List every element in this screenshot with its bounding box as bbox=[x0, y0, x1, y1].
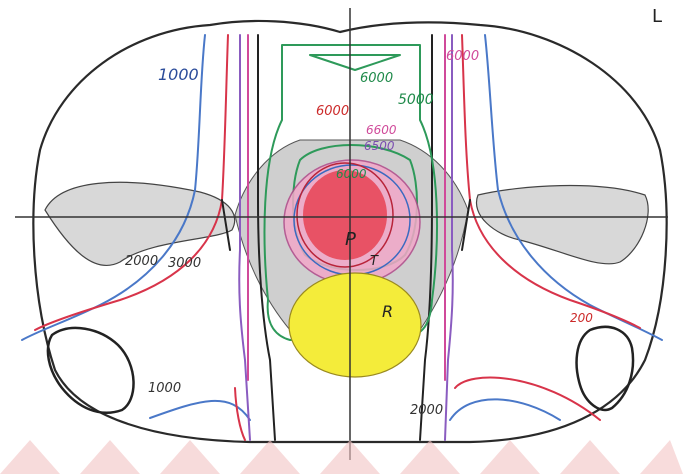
label-target: T bbox=[370, 254, 379, 269]
isodose-label: 5000 bbox=[398, 92, 434, 108]
isodose-label: 6000 bbox=[360, 71, 393, 86]
isodose-label: 6500 bbox=[364, 139, 395, 153]
isodose-label: 6000 bbox=[446, 49, 479, 64]
label-rectum: R bbox=[382, 302, 393, 321]
pelvic-bone-left bbox=[45, 182, 235, 265]
isodose-label: 6000 bbox=[336, 167, 367, 181]
isodose-label: 6000 bbox=[316, 104, 349, 119]
isodose-label: 6600 bbox=[366, 123, 397, 137]
watermark-band bbox=[0, 440, 683, 474]
femoral-outline-right bbox=[577, 327, 633, 410]
isodose-label: 3000 bbox=[168, 256, 201, 271]
femoral-outline-left bbox=[48, 328, 134, 413]
isodose-label: 2000 bbox=[410, 403, 443, 418]
isodose-label: 1000 bbox=[158, 65, 199, 84]
label-prostate: P bbox=[345, 229, 356, 250]
pelvic-bone-right bbox=[476, 186, 648, 264]
isodose-label: 1000 bbox=[148, 381, 181, 396]
orientation-mark: L bbox=[652, 6, 662, 27]
isodose-label: 2000 bbox=[125, 254, 158, 269]
rectum bbox=[289, 273, 421, 377]
isodose-label: 200 bbox=[570, 311, 593, 325]
